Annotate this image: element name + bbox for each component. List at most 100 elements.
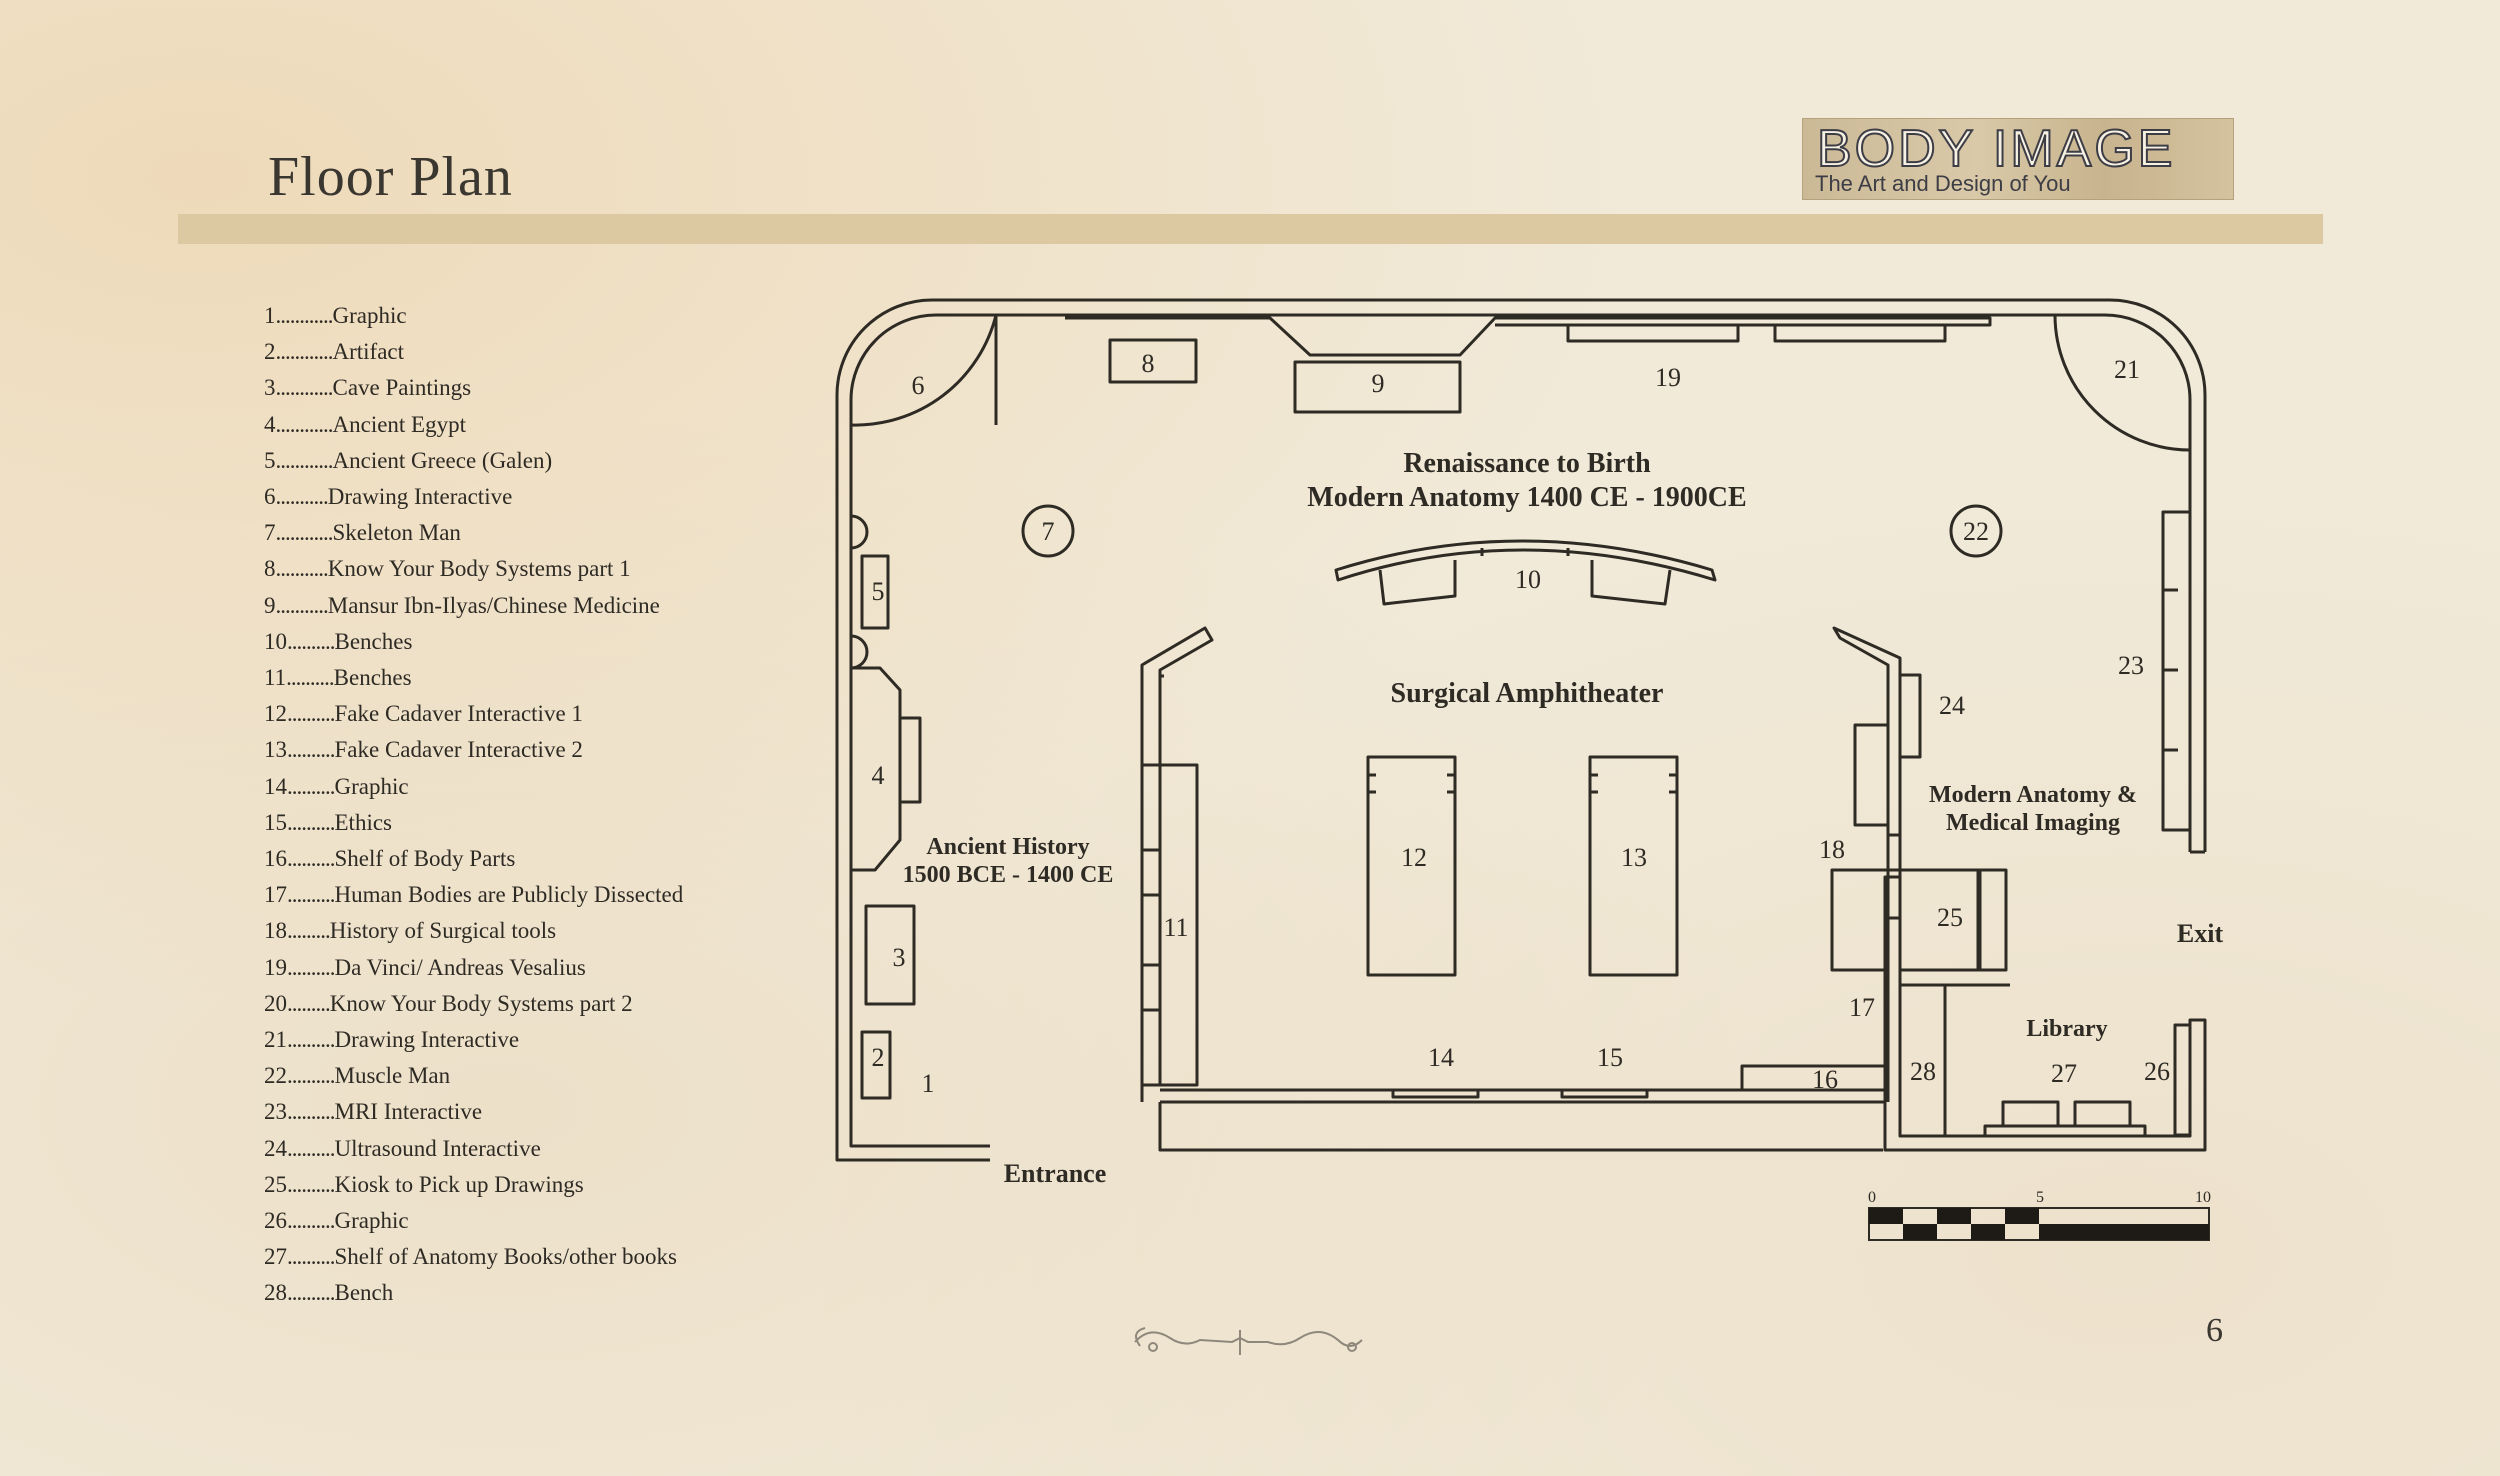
legend-item: 19..........Da Vinci/ Andreas Vesalius <box>264 950 683 986</box>
exhibit-27-shelf-b <box>2073 1100 2132 1128</box>
legend-item-label: Ultrasound Interactive <box>334 1135 541 1161</box>
legend-item: 24..........Ultrasound Interactive <box>264 1131 683 1167</box>
legend-item-leader: ............ <box>275 303 334 328</box>
legend-item: 12..........Fake Cadaver Interactive 1 <box>264 696 683 732</box>
legend-item-number: 7 <box>264 520 276 546</box>
body-image-logo: BODY IMAGE The Art and Design of You <box>1802 118 2234 200</box>
legend-item-leader: .......... <box>287 1171 335 1197</box>
legend-item-label: Ethics <box>334 809 393 835</box>
legend-item: 20.........Know Your Body Systems part 2 <box>264 986 683 1022</box>
legend-item-label: Shelf of Body Parts <box>334 846 516 872</box>
zone-renaissance-line2: Modern Anatomy 1400 CE - 1900CE <box>1307 482 1746 513</box>
legend-item: 16..........Shelf of Body Parts <box>264 841 683 877</box>
title-divider-bar <box>178 214 2323 244</box>
outer-wall-main <box>835 298 2207 1162</box>
exhibit-3-case <box>864 904 916 1006</box>
page-title: Floor Plan <box>268 146 513 208</box>
legend-item: 1............Graphic <box>264 298 683 334</box>
exhibit-12-table <box>1366 755 1457 977</box>
legend-item-leader: ............ <box>275 520 334 546</box>
amphitheater-bottom-wall <box>1160 1088 1887 1104</box>
legend-item-number: 14 <box>264 773 287 799</box>
legend-item-leader: .......... <box>287 701 335 727</box>
legend-item-number: 4 <box>264 411 276 437</box>
exhibit-8-case <box>1108 338 1198 384</box>
legend-item: 15..........Ethics <box>264 805 683 841</box>
legend-item: 17..........Human Bodies are Publicly Di… <box>264 877 683 913</box>
legend-item-leader: ......... <box>287 990 331 1016</box>
entrance-wall <box>1158 1102 1883 1152</box>
top-display-wall <box>1065 316 1992 357</box>
exhibit-9-case <box>1293 360 1462 414</box>
legend-item-leader: .......... <box>287 1027 335 1053</box>
legend-item-number: 11 <box>264 665 287 691</box>
marker-19: 19 <box>1655 363 1681 392</box>
marker-28: 28 <box>1910 1057 1936 1086</box>
legend-item-leader: ......... <box>287 918 331 944</box>
marker-13: 13 <box>1621 843 1647 872</box>
legend-item-number: 22 <box>264 1063 287 1089</box>
logo-subtitle: The Art and Design of You <box>1815 171 2071 196</box>
legend-item-number: 17 <box>264 882 287 908</box>
corner-arc-6 <box>850 313 998 427</box>
legend-item-label: History of Surgical tools <box>329 918 557 944</box>
amphitheater-right-wall <box>1832 626 1902 1102</box>
legend-item-number: 5 <box>264 447 276 473</box>
exhibit-13-table <box>1588 755 1679 977</box>
legend-item-label: Ancient Greece (Galen) <box>332 447 553 473</box>
benches-10 <box>1334 539 1717 582</box>
scale-label-10: 10 <box>2195 1189 2211 1206</box>
marker-3: 3 <box>893 943 906 972</box>
legend-item-leader: ............ <box>275 339 334 365</box>
zone-modern-line2: Medical Imaging <box>1946 810 2120 836</box>
legend-item: 2............Artifact <box>264 334 683 370</box>
legend-item-leader: .......... <box>287 737 335 763</box>
legend-item-label: Fake Cadaver Interactive 2 <box>334 737 583 763</box>
legend-item-label: Kiosk to Pick up Drawings <box>334 1171 584 1197</box>
right-lower-wall <box>1883 875 2207 1152</box>
marker-14: 14 <box>1428 1043 1454 1072</box>
legend-item-label: Fake Cadaver Interactive 1 <box>334 701 583 727</box>
zone-ancient-line1: Ancient History <box>926 834 1089 860</box>
legend-item-leader: .......... <box>286 665 334 691</box>
legend-item-label: Muscle Man <box>334 1063 451 1089</box>
zone-library: Library <box>2026 1016 2107 1042</box>
exhibit-25-kiosk-b <box>1898 868 1982 972</box>
exhibit-19-panel-a <box>1566 323 1740 343</box>
legend-item-number: 25 <box>264 1171 287 1197</box>
legend-item-number: 8 <box>264 556 276 582</box>
legend-item-label: Bench <box>334 1280 394 1306</box>
legend-item-label: Know Your Body Systems part 1 <box>327 556 631 582</box>
legend-item-label: MRI Interactive <box>334 1099 483 1125</box>
exhibit-4-case <box>898 716 922 804</box>
marker-6: 6 <box>912 371 925 400</box>
marker-15: 15 <box>1597 1043 1623 1072</box>
legend-item-label: Graphic <box>334 773 409 799</box>
legend-item: 5............Ancient Greece (Galen) <box>264 443 683 479</box>
legend-item-leader: .......... <box>287 1280 335 1306</box>
legend-item-leader: .......... <box>287 1208 335 1234</box>
legend-item-label: Skeleton Man <box>332 520 461 546</box>
exhibit-18-case <box>1853 723 1890 827</box>
legend-item: 8...........Know Your Body Systems part … <box>264 551 683 587</box>
legend-item-number: 9 <box>264 592 276 618</box>
exhibit-27-shelf-a <box>2001 1100 2060 1128</box>
zone-exit: Exit <box>2177 919 2224 948</box>
legend-item-leader: .......... <box>287 1099 335 1125</box>
marker-21: 21 <box>2114 355 2140 384</box>
scale-bar: 0 5 10 <box>1868 1189 2211 1241</box>
legend-item: 4............Ancient Egypt <box>264 407 683 443</box>
marker-18: 18 <box>1819 835 1845 864</box>
legend-item-number: 12 <box>264 701 287 727</box>
legend-item: 10..........Benches <box>264 624 683 660</box>
legend-item: 18.........History of Surgical tools <box>264 913 683 949</box>
exhibit-25-kiosk <box>1830 868 1890 972</box>
legend-item-leader: .......... <box>287 1063 335 1089</box>
legend-item-label: Mansur Ibn-Ilyas/Chinese Medicine <box>327 592 660 618</box>
exhibit-24-case <box>1898 673 1922 759</box>
legend-item-label: Know Your Body Systems part 2 <box>329 990 633 1016</box>
legend-item: 28..........Bench <box>264 1275 683 1311</box>
legend-item-leader: ........... <box>275 592 329 618</box>
legend-item-number: 1 <box>264 303 276 328</box>
